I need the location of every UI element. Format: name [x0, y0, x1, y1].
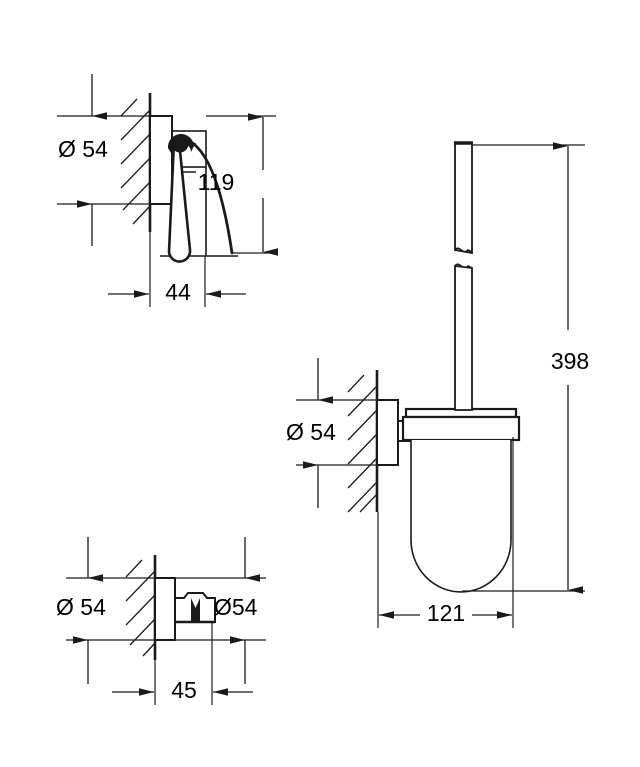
wall-hatching-paper-holder [120, 98, 151, 225]
dimension-label-bh-depth: 121 [427, 600, 465, 626]
wall-hatching-brush-holder [347, 374, 378, 513]
dimension-label-bh-diameter: Ø 54 [286, 419, 336, 445]
brush-handle-upper [454, 142, 473, 255]
dimension-brush-holder-depth: 121 [377, 437, 514, 628]
wall-plate-paper-holder [149, 115, 173, 205]
dimension-paper-holder-height: 119 [198, 113, 278, 256]
paper-holder-pivot-dot [171, 135, 189, 153]
dimension-brush-holder-diameter: Ø 54 [286, 358, 377, 508]
dimension-label-ph-diameter: Ø 54 [58, 136, 108, 162]
brush-holder-rim-lower [401, 415, 521, 442]
paper-holder-rod [167, 139, 192, 263]
brush-handle-break-upper [454, 247, 473, 253]
wall-plate-robe-hook [154, 577, 176, 641]
dimension-label-ph-height: 119 [198, 169, 235, 195]
robe-hook-stem [191, 598, 200, 622]
dimension-robe-hook-diameter-left: Ø 54 [56, 537, 155, 684]
dimension-label-ph-depth: 44 [165, 279, 191, 305]
dimension-robe-hook-diameter-right: Ø54 [175, 537, 266, 684]
brush-handle-lower [454, 264, 473, 411]
dimension-robe-hook-depth: 45 [112, 622, 253, 705]
view-paper-holder: Ø 54 119 44 [57, 74, 278, 307]
dimension-paper-holder-diameter: Ø 54 [57, 74, 150, 246]
dimension-paper-holder-depth: 44 [108, 232, 246, 307]
dimension-label-rh-diameter-right: Ø54 [214, 594, 258, 620]
wall-plate-brush-holder [376, 399, 399, 466]
wall-hatching-robe-hook [125, 559, 156, 657]
dimension-label-rh-depth: 45 [171, 677, 197, 703]
brush-holder-glass [410, 440, 512, 593]
dimension-label-rh-diameter-left: Ø 54 [56, 594, 106, 620]
dimension-brush-holder-height: 398 [462, 142, 589, 594]
view-brush-holder: Ø 54 398 121 [286, 141, 589, 628]
dimension-label-bh-height: 398 [551, 348, 589, 374]
view-robe-hook: Ø 54 Ø54 45 [56, 537, 266, 705]
